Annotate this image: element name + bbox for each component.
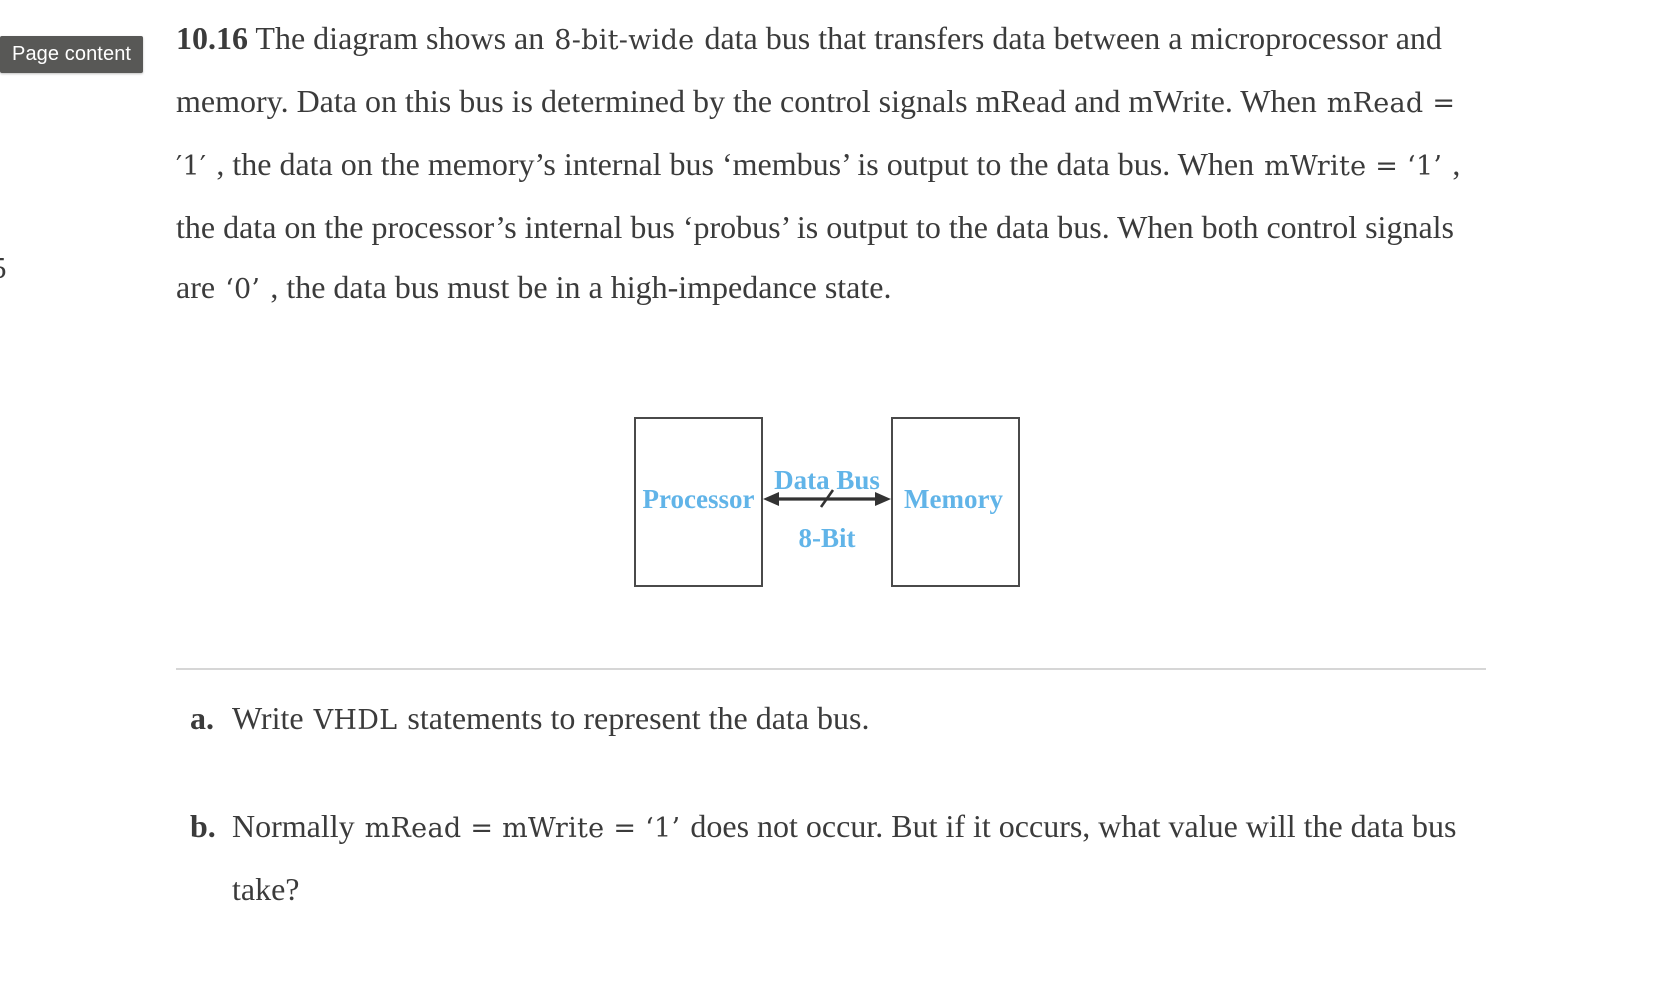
problem-math-bit-width: 8-bit-wide	[554, 25, 695, 56]
problem-segment-2: data bus that transfers data between a m…	[176, 20, 1442, 119]
bus-width-label: 8-Bit	[798, 523, 856, 553]
sub-a-segment-0: Write	[232, 700, 304, 736]
sub-questions-list: a. Write VHDL statements to represent th…	[176, 688, 1506, 919]
page-edge-number: 5	[0, 250, 7, 286]
problem-math-zero-value: ‘0’	[225, 274, 261, 305]
problem-segment-4: , the data on the memory’s internal bus …	[216, 146, 1255, 182]
sub-question-b-text: Normally mRead = mWrite = ‘1’ does not o…	[232, 796, 1506, 919]
sub-a-segment-2: statements to represent the data bus.	[407, 700, 870, 736]
processor-block: Processor	[634, 417, 763, 587]
data-bus-connection: Data Bus 8-Bit	[763, 417, 891, 587]
sub-question-b: b. Normally mRead = mWrite = ‘1’ does no…	[176, 796, 1506, 919]
problem-math-mread-expression: mRead = ′1′	[176, 88, 1456, 182]
page-content-column: 10.16 The diagram shows an 8-bit-wide da…	[176, 0, 1496, 320]
memory-block-label: Memory	[904, 484, 1003, 514]
page-content-badge: Page content	[0, 36, 144, 73]
problem-number: 10.16	[176, 20, 248, 56]
processor-block-label: Processor	[642, 484, 755, 514]
data-bus-label: Data Bus	[774, 465, 880, 495]
bus-diagram: Processor Data Bus 8-Bit Memory	[634, 417, 1022, 589]
sub-b-segment-2: does not occur. But if it occurs, what v…	[232, 808, 1457, 907]
sub-question-a-text: Write VHDL statements to represent the d…	[232, 688, 1506, 751]
sub-a-math-vhdl: VHDL	[313, 705, 398, 736]
sub-question-a: a. Write VHDL statements to represent th…	[176, 688, 1506, 751]
problem-segment-0: The diagram shows an	[255, 20, 545, 56]
problem-math-mwrite-expression: mWrite = ‘1’	[1264, 151, 1443, 182]
problem-segment-6: , the data on the processor’s internal b…	[176, 146, 1461, 305]
sub-b-math-mread-mwrite-expression: mRead = mWrite = ‘1’	[364, 813, 681, 844]
bidirectional-arrow-icon	[763, 489, 891, 508]
problem-statement: 10.16 The diagram shows an 8-bit-wide da…	[176, 0, 1496, 320]
sub-question-b-marker: b.	[190, 808, 216, 844]
sub-b-segment-0: Normally	[232, 808, 355, 844]
memory-block: Memory	[891, 417, 1020, 587]
sub-question-a-marker: a.	[190, 700, 214, 736]
problem-segment-8: , the data bus must be in a high-impedan…	[270, 269, 892, 305]
section-divider	[176, 668, 1486, 670]
